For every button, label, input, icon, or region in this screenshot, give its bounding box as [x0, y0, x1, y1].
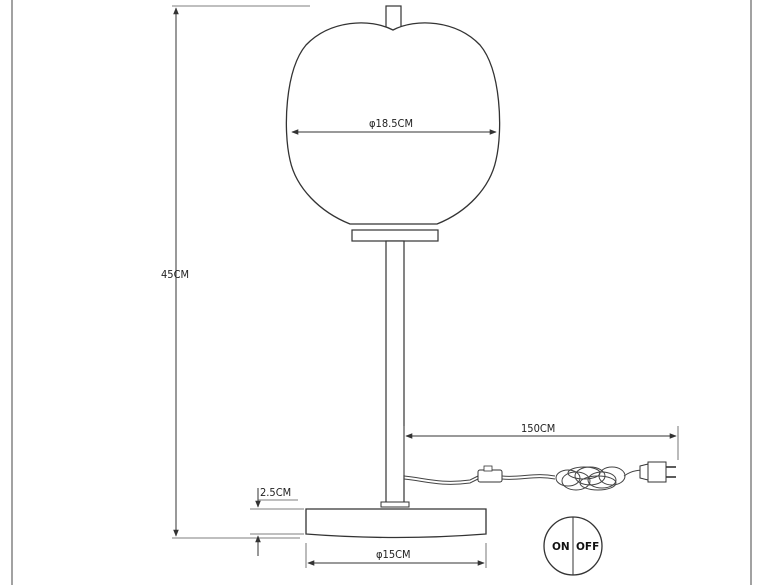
- base-diameter-dimension: φ15CM: [305, 543, 487, 568]
- cord-length-label: 150CM: [521, 422, 555, 435]
- switch-off-label: OFF: [576, 541, 599, 553]
- height-dimension: 45CM: [161, 5, 310, 539]
- shade-diameter-dimension: φ18.5CM: [291, 117, 497, 135]
- on-off-switch-symbol: ON OFF: [543, 516, 603, 576]
- base-thickness-label: 2.5CM: [260, 486, 291, 499]
- power-cord: [403, 461, 676, 491]
- lamp-shade: [285, 22, 501, 225]
- shade-diameter-label: φ18.5CM: [369, 117, 413, 130]
- stem-collar: [380, 501, 410, 508]
- height-label: 45CM: [161, 268, 189, 281]
- shade-holder-ring: [351, 229, 439, 242]
- base-diameter-label: φ15CM: [376, 548, 411, 561]
- lamp-base: [305, 508, 487, 539]
- cord-length-dimension: 150CM: [403, 422, 679, 475]
- switch-on-label: ON: [552, 541, 570, 553]
- lamp-stem: [385, 240, 405, 504]
- base-thickness-dimension: 2.5CM: [250, 486, 304, 556]
